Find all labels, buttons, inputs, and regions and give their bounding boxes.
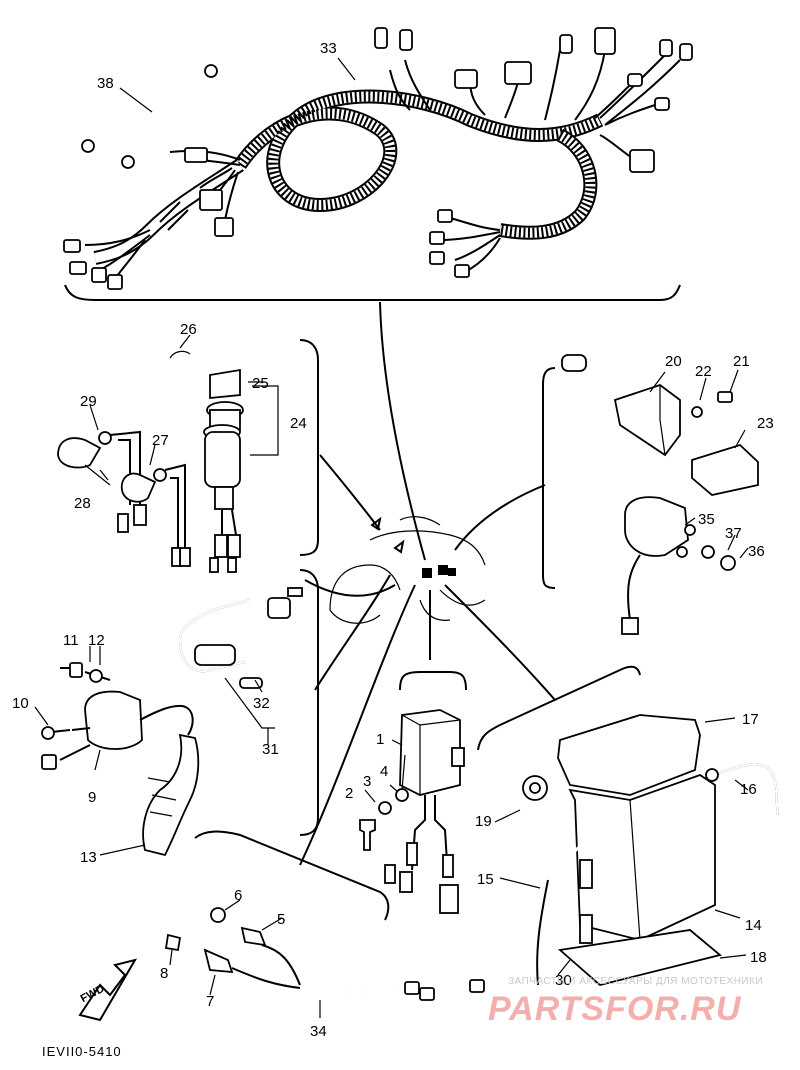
- callout-26: 26: [180, 321, 197, 338]
- watermark-subtitle: ЗАПЧАСТИ И АКСЕССУАРЫ ДЛЯ МОТОТЕХНИКИ: [508, 976, 764, 987]
- callout-35: 35: [698, 511, 715, 528]
- callout-6: 6: [234, 887, 242, 904]
- callout-8: 8: [160, 965, 168, 982]
- wire-harness: [63, 27, 693, 301]
- callout-14: 14: [745, 917, 762, 934]
- callout-leaders: [34, 57, 749, 1018]
- callout-15: 15: [477, 871, 494, 888]
- callout-16: 16: [740, 781, 757, 798]
- callout-29: 29: [80, 393, 97, 410]
- callout-28: 28: [74, 495, 91, 512]
- callout-21: 21: [733, 353, 750, 370]
- callout-9: 9: [88, 789, 96, 806]
- relay-group: [561, 326, 759, 635]
- motorcycle-silhouette: [329, 516, 486, 624]
- callout-23: 23: [757, 415, 774, 432]
- callout-32: 32: [253, 695, 270, 712]
- bracket-24-25: [250, 385, 279, 456]
- main-switch: [203, 368, 244, 573]
- callout-20: 20: [665, 353, 682, 370]
- callout-12: 12: [88, 632, 105, 649]
- callout-numbers: 1 2 3 4 5 6 7 8 9 10 11 12 13 14 15 16 1…: [12, 40, 774, 1040]
- diagram-code: IEVII0-5410: [42, 1044, 122, 1059]
- handlebar-switches: [57, 430, 191, 567]
- callout-13: 13: [80, 849, 97, 866]
- section-brackets: [194, 339, 641, 921]
- callout-27: 27: [152, 432, 169, 449]
- callout-36: 36: [748, 543, 765, 560]
- battery-assembly: [469, 714, 779, 993]
- fuel-pump-assembly: [179, 587, 303, 729]
- callout-38: 38: [97, 75, 114, 92]
- callout-37: 37: [725, 525, 742, 542]
- callout-10: 10: [12, 695, 29, 712]
- callout-19: 19: [475, 813, 492, 830]
- leader-lines: [299, 301, 556, 866]
- callout-11: 11: [63, 632, 79, 649]
- cdi-unit: [359, 709, 465, 914]
- sensor-lead: [78, 907, 435, 1022]
- callout-24: 24: [290, 415, 307, 432]
- clip-26: [169, 350, 191, 359]
- callout-1: 1: [376, 731, 384, 748]
- callout-22: 22: [695, 363, 712, 380]
- callout-5: 5: [277, 911, 285, 928]
- callout-18: 18: [750, 949, 767, 966]
- callout-30: 30: [555, 972, 572, 989]
- callout-3: 3: [363, 773, 371, 790]
- callout-17: 17: [742, 711, 759, 728]
- callout-31: 31: [262, 741, 279, 758]
- callout-2: 2: [345, 785, 353, 802]
- ignition-coil-group: [41, 662, 200, 857]
- callout-25: 25: [252, 375, 269, 392]
- watermark-logo: PARTSFOR.RU: [488, 990, 742, 1028]
- callout-7: 7: [206, 993, 214, 1010]
- callout-33: 33: [320, 40, 337, 57]
- callout-4: 4: [380, 763, 388, 780]
- callout-34: 34: [310, 1023, 327, 1040]
